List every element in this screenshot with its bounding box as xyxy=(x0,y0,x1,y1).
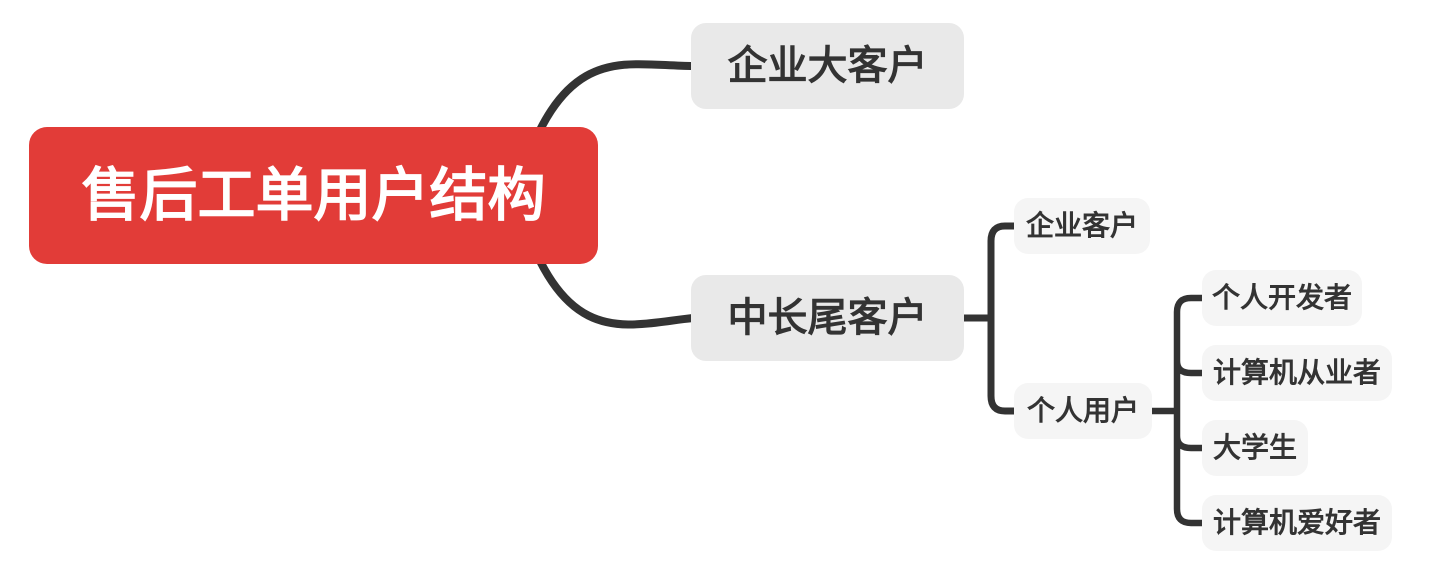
node-label: 企业客户 xyxy=(1025,210,1138,241)
node-label: 计算机爱好者 xyxy=(1212,507,1381,538)
node-label: 企业大客户 xyxy=(727,44,928,88)
node-label: 个人用户 xyxy=(1026,395,1139,426)
node-college-students[interactable]: 大学生 xyxy=(1202,420,1308,476)
node-enterprise-customers[interactable]: 企业客户 xyxy=(1014,198,1150,254)
root-node-label: 售后工单用户结构 xyxy=(81,163,546,228)
connector-branch-2-to-children xyxy=(956,222,1020,415)
node-label: 计算机从业者 xyxy=(1212,357,1381,388)
connector-personal-users-to-leaves xyxy=(1144,294,1207,527)
node-label: 大学生 xyxy=(1212,432,1297,463)
node-enterprise-major-customers[interactable]: 企业大客户 xyxy=(691,23,964,109)
node-computer-enthusiasts[interactable]: 计算机爱好者 xyxy=(1202,495,1392,551)
node-label: 个人开发者 xyxy=(1211,282,1352,313)
node-personal-users[interactable]: 个人用户 xyxy=(1014,383,1152,439)
node-computer-professionals[interactable]: 计算机从业者 xyxy=(1202,345,1392,401)
node-label: 中长尾客户 xyxy=(727,296,928,340)
root-node[interactable]: 售后工单用户结构 xyxy=(29,127,598,264)
node-mid-long-tail-customers[interactable]: 中长尾客户 xyxy=(691,275,964,361)
node-individual-developers[interactable]: 个人开发者 xyxy=(1202,270,1362,326)
